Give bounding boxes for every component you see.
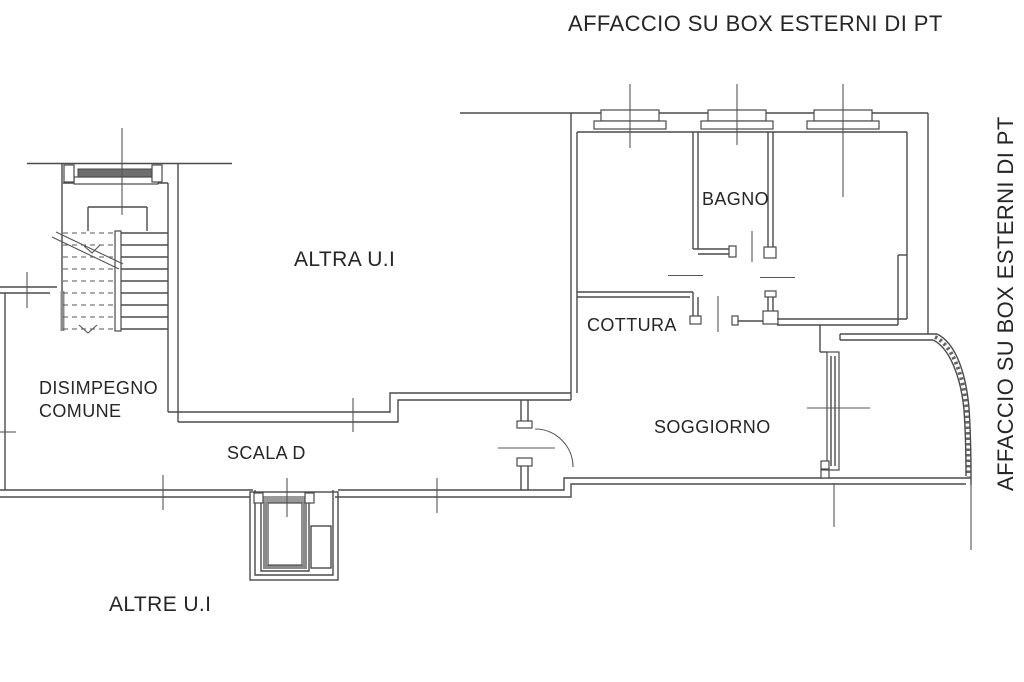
terrace-curve-inner [932, 339, 967, 477]
door-jamb [516, 457, 533, 467]
stair-break-line [51, 236, 120, 270]
stair-railing [114, 230, 122, 332]
label-disimpegno-line1: DISIMPEGNO [39, 378, 158, 398]
label-altre-ui: ALTRE U.I [109, 593, 211, 616]
door-jamb [689, 315, 702, 325]
caption-top: AFFACCIO SU BOX ESTERNI DI PT [568, 11, 943, 36]
label-scala-d: SCALA D [227, 443, 306, 463]
reference-ticks [0, 84, 972, 550]
caption-right: AFFACCIO SU BOX ESTERNI DI PT [993, 116, 1018, 491]
terrace [839, 333, 972, 478]
stairs [51, 230, 168, 334]
door-jamb [516, 420, 533, 429]
disimpegno-walls [0, 286, 57, 490]
stair-window [63, 164, 163, 185]
cottura-walls [577, 290, 907, 332]
shaft-duct [310, 525, 332, 569]
label-cottura: COTTURA [587, 315, 677, 335]
apartment-exterior-walls [460, 112, 929, 400]
elevator-shaft [249, 490, 339, 581]
stair-direction-arrow [83, 244, 101, 254]
bottom-exterior-wall [0, 477, 972, 498]
terrace-curve-hatch [934, 335, 971, 477]
terrace-window [826, 351, 840, 471]
door-swing-arc [534, 428, 574, 468]
elevator-cab [263, 502, 307, 569]
label-soggiorno: SOGGIORNO [654, 417, 771, 437]
label-disimpegno-line2: COMUNE [39, 401, 121, 421]
labels: AFFACCIO SU BOX ESTERNI DI PT AFFACCIO S… [39, 11, 1018, 616]
label-bagno: BAGNO [702, 189, 769, 209]
label-altra-ui: ALTRA U.I [294, 248, 395, 271]
wall-pier [762, 310, 779, 325]
elevator-door [263, 496, 307, 503]
terrace-curve-outer [936, 333, 972, 478]
bagno-walls [668, 132, 795, 279]
soggiorno-window-wall [819, 325, 840, 479]
stair-direction-arrow [78, 324, 98, 334]
entrance-door [516, 400, 574, 490]
corridor-walls [168, 392, 571, 423]
